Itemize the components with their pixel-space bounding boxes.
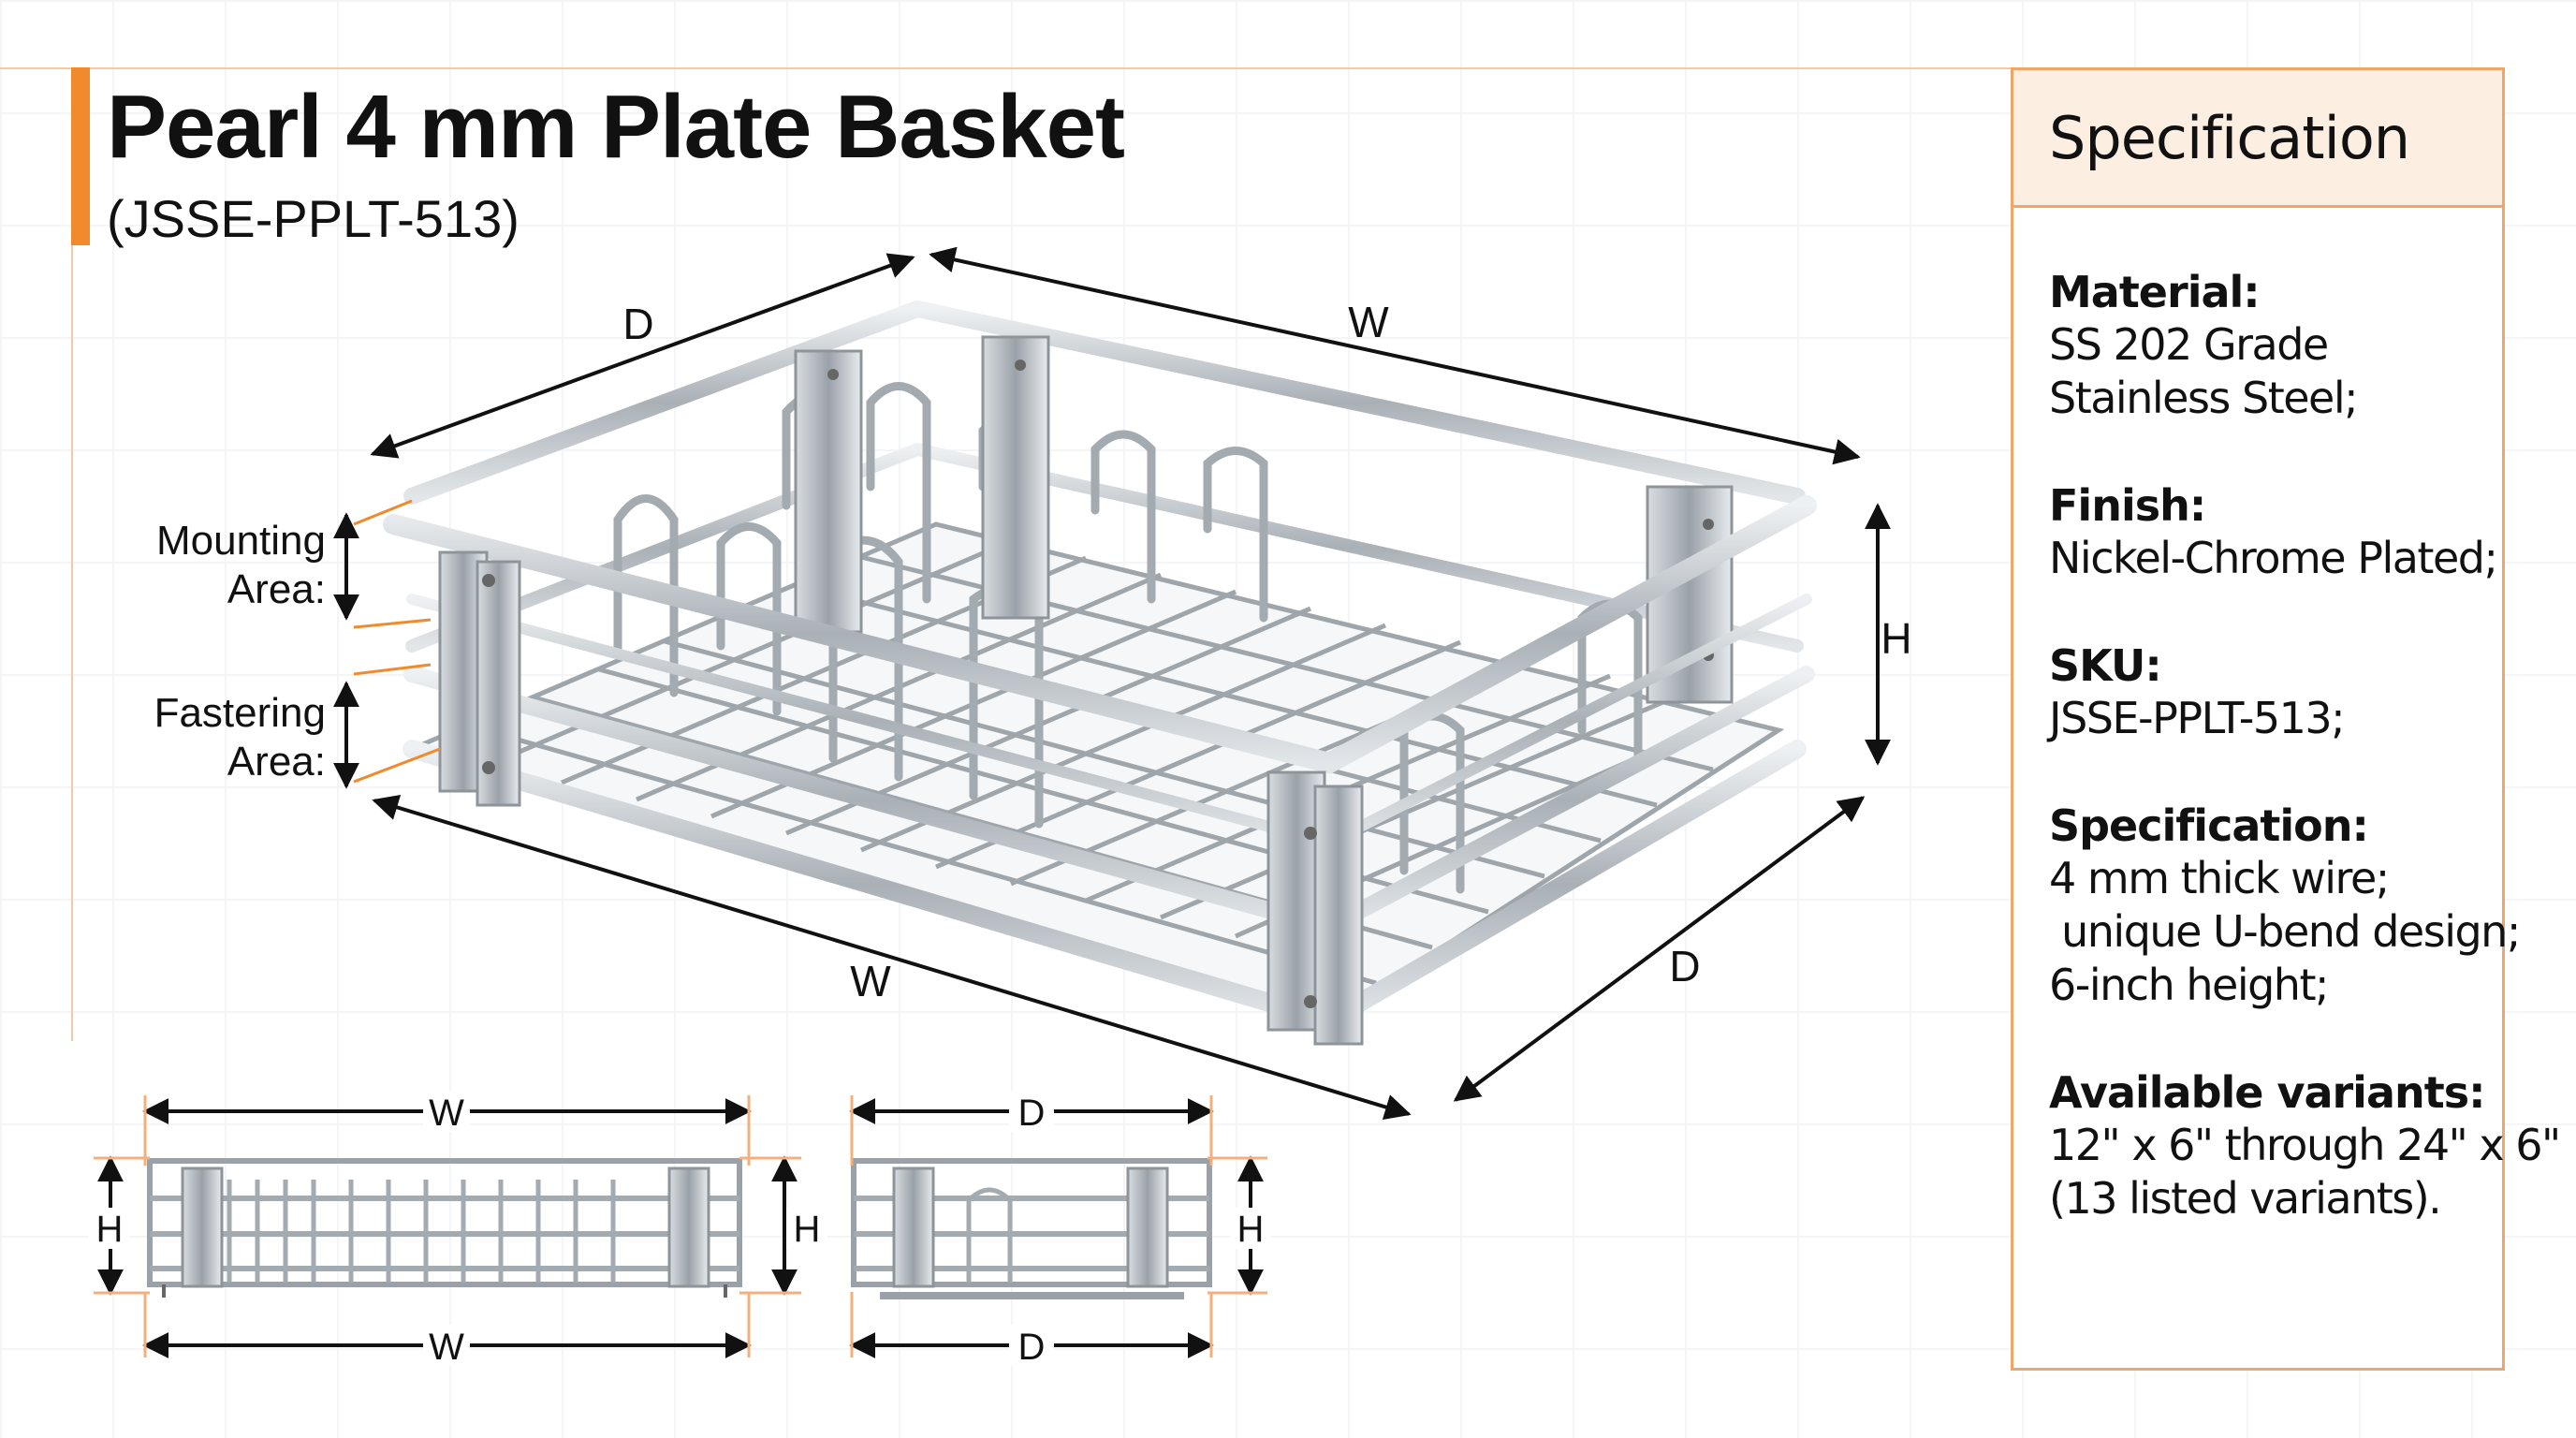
- spec-item-variants: Available variants: 12" x 6" through 24"…: [2049, 1066, 2561, 1225]
- spec-value: SS 202 Grade: [2049, 319, 2329, 370]
- spec-item-finish: Finish: Nickel-Chrome Plated;: [2049, 479, 2502, 585]
- depth-label-top: D: [622, 300, 653, 348]
- front-view-height-label-right: H: [794, 1209, 821, 1250]
- spec-item-material: Material: SS 202 Grade Stainless Steel;: [2049, 266, 2502, 425]
- mounting-area-label-line2: Area:: [227, 566, 326, 612]
- frame-line-left: [71, 67, 73, 1041]
- spec-label: Specification:: [2049, 800, 2369, 851]
- frame-line-top: [0, 67, 2011, 69]
- specification-heading: Specification: [2049, 103, 2410, 172]
- depth-label-bottom: D: [1669, 942, 1700, 990]
- title-accent-bar: [71, 67, 90, 245]
- callout-leaders: [353, 499, 441, 784]
- spec-item-specification: Specification: 4 mm thick wire; unique U…: [2049, 800, 2521, 1012]
- main-dimension-arrows: [333, 246, 1891, 1121]
- small-view-labels: W W H H D D H: [89, 1091, 1271, 1368]
- spec-value: 12" x 6" through 24" x 6": [2049, 1120, 2561, 1170]
- technical-drawing: D W H W D Mounting Area: Fastering Area:: [89, 246, 1912, 1368]
- page-title: Pearl 4 mm Plate Basket: [107, 77, 1125, 177]
- side-view-height-label: H: [1237, 1209, 1265, 1250]
- fastening-area-label-line1: Fastering: [154, 690, 326, 736]
- spec-label: SKU:: [2049, 640, 2162, 691]
- specification-header: Specification: [2013, 70, 2502, 208]
- spec-value: JSSE-PPLT-513;: [2049, 693, 2346, 743]
- width-label-bottom: W: [850, 957, 891, 1005]
- front-view-drawing: [145, 1154, 744, 1298]
- side-view-depth-label-top: D: [1018, 1093, 1046, 1134]
- height-label-right: H: [1881, 614, 1911, 663]
- spec-label: Available variants:: [2049, 1067, 2486, 1118]
- front-view-height-label-left: H: [96, 1209, 124, 1250]
- fastening-area-label-line2: Area:: [227, 739, 326, 785]
- main-dimension-labels: D W H W D: [622, 298, 1911, 1005]
- specification-panel: Specification Material: SS 202 Grade Sta…: [2011, 67, 2561, 1371]
- front-view-width-label-top: W: [429, 1093, 464, 1134]
- model-number: (JSSE-PPLT-513): [107, 189, 520, 248]
- small-view-extension-lines: [94, 1095, 1267, 1357]
- spec-value: Nickel-Chrome Plated;: [2049, 533, 2498, 583]
- spec-value: unique U-bend design;: [2049, 906, 2521, 957]
- spec-value: 6-inch height;: [2049, 960, 2330, 1010]
- basket-3d-illustration: [353, 300, 1817, 1046]
- width-label-top: W: [1348, 298, 1389, 346]
- spec-value: (13 listed variants).: [2049, 1173, 2442, 1224]
- spec-item-sku: SKU: JSSE-PPLT-513;: [2049, 639, 2502, 745]
- mounting-area-label-line1: Mounting: [156, 518, 326, 564]
- spec-value: 4 mm thick wire;: [2049, 853, 2390, 903]
- spec-label: Finish:: [2049, 480, 2206, 531]
- spec-value: Stainless Steel;: [2049, 373, 2359, 423]
- callout-labels: Mounting Area: Fastering Area:: [154, 518, 326, 785]
- side-view-depth-label-bottom: D: [1018, 1327, 1046, 1368]
- specification-list: Material: SS 202 Grade Stainless Steel; …: [2013, 208, 2561, 1225]
- side-view-drawing: [850, 1154, 1213, 1299]
- spec-label: Material:: [2049, 267, 2261, 317]
- front-view-width-label-bottom: W: [429, 1327, 464, 1368]
